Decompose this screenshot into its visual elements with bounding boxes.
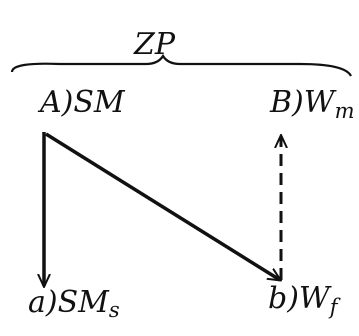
node-a-upper-label: A)SM — [37, 85, 126, 120]
node-a-lower-main: SM — [58, 285, 111, 320]
node-a-lower-label: a)SMs — [28, 285, 120, 322]
node-a-upper-letter: A) — [37, 85, 73, 120]
node-b-upper-label: B)Wm — [269, 85, 355, 123]
edge-upper-a-to-lower-b — [45, 132, 280, 280]
node-a-lower-letter: a) — [28, 285, 58, 320]
node-b-lower-sub: f — [328, 295, 341, 319]
top-label: ZP — [133, 27, 176, 62]
node-a-lower-sub: s — [109, 298, 120, 322]
node-b-lower-letter: b) — [268, 281, 299, 316]
node-b-upper-letter: B) — [269, 85, 304, 120]
node-b-upper-sub: m — [335, 99, 355, 123]
node-b-upper-main: W — [304, 85, 337, 120]
node-b-lower-label: b)Wf — [268, 281, 341, 319]
grouping-brace — [10, 53, 352, 77]
node-a-upper-main: SM — [73, 85, 126, 120]
node-b-lower-main: W — [299, 281, 332, 316]
